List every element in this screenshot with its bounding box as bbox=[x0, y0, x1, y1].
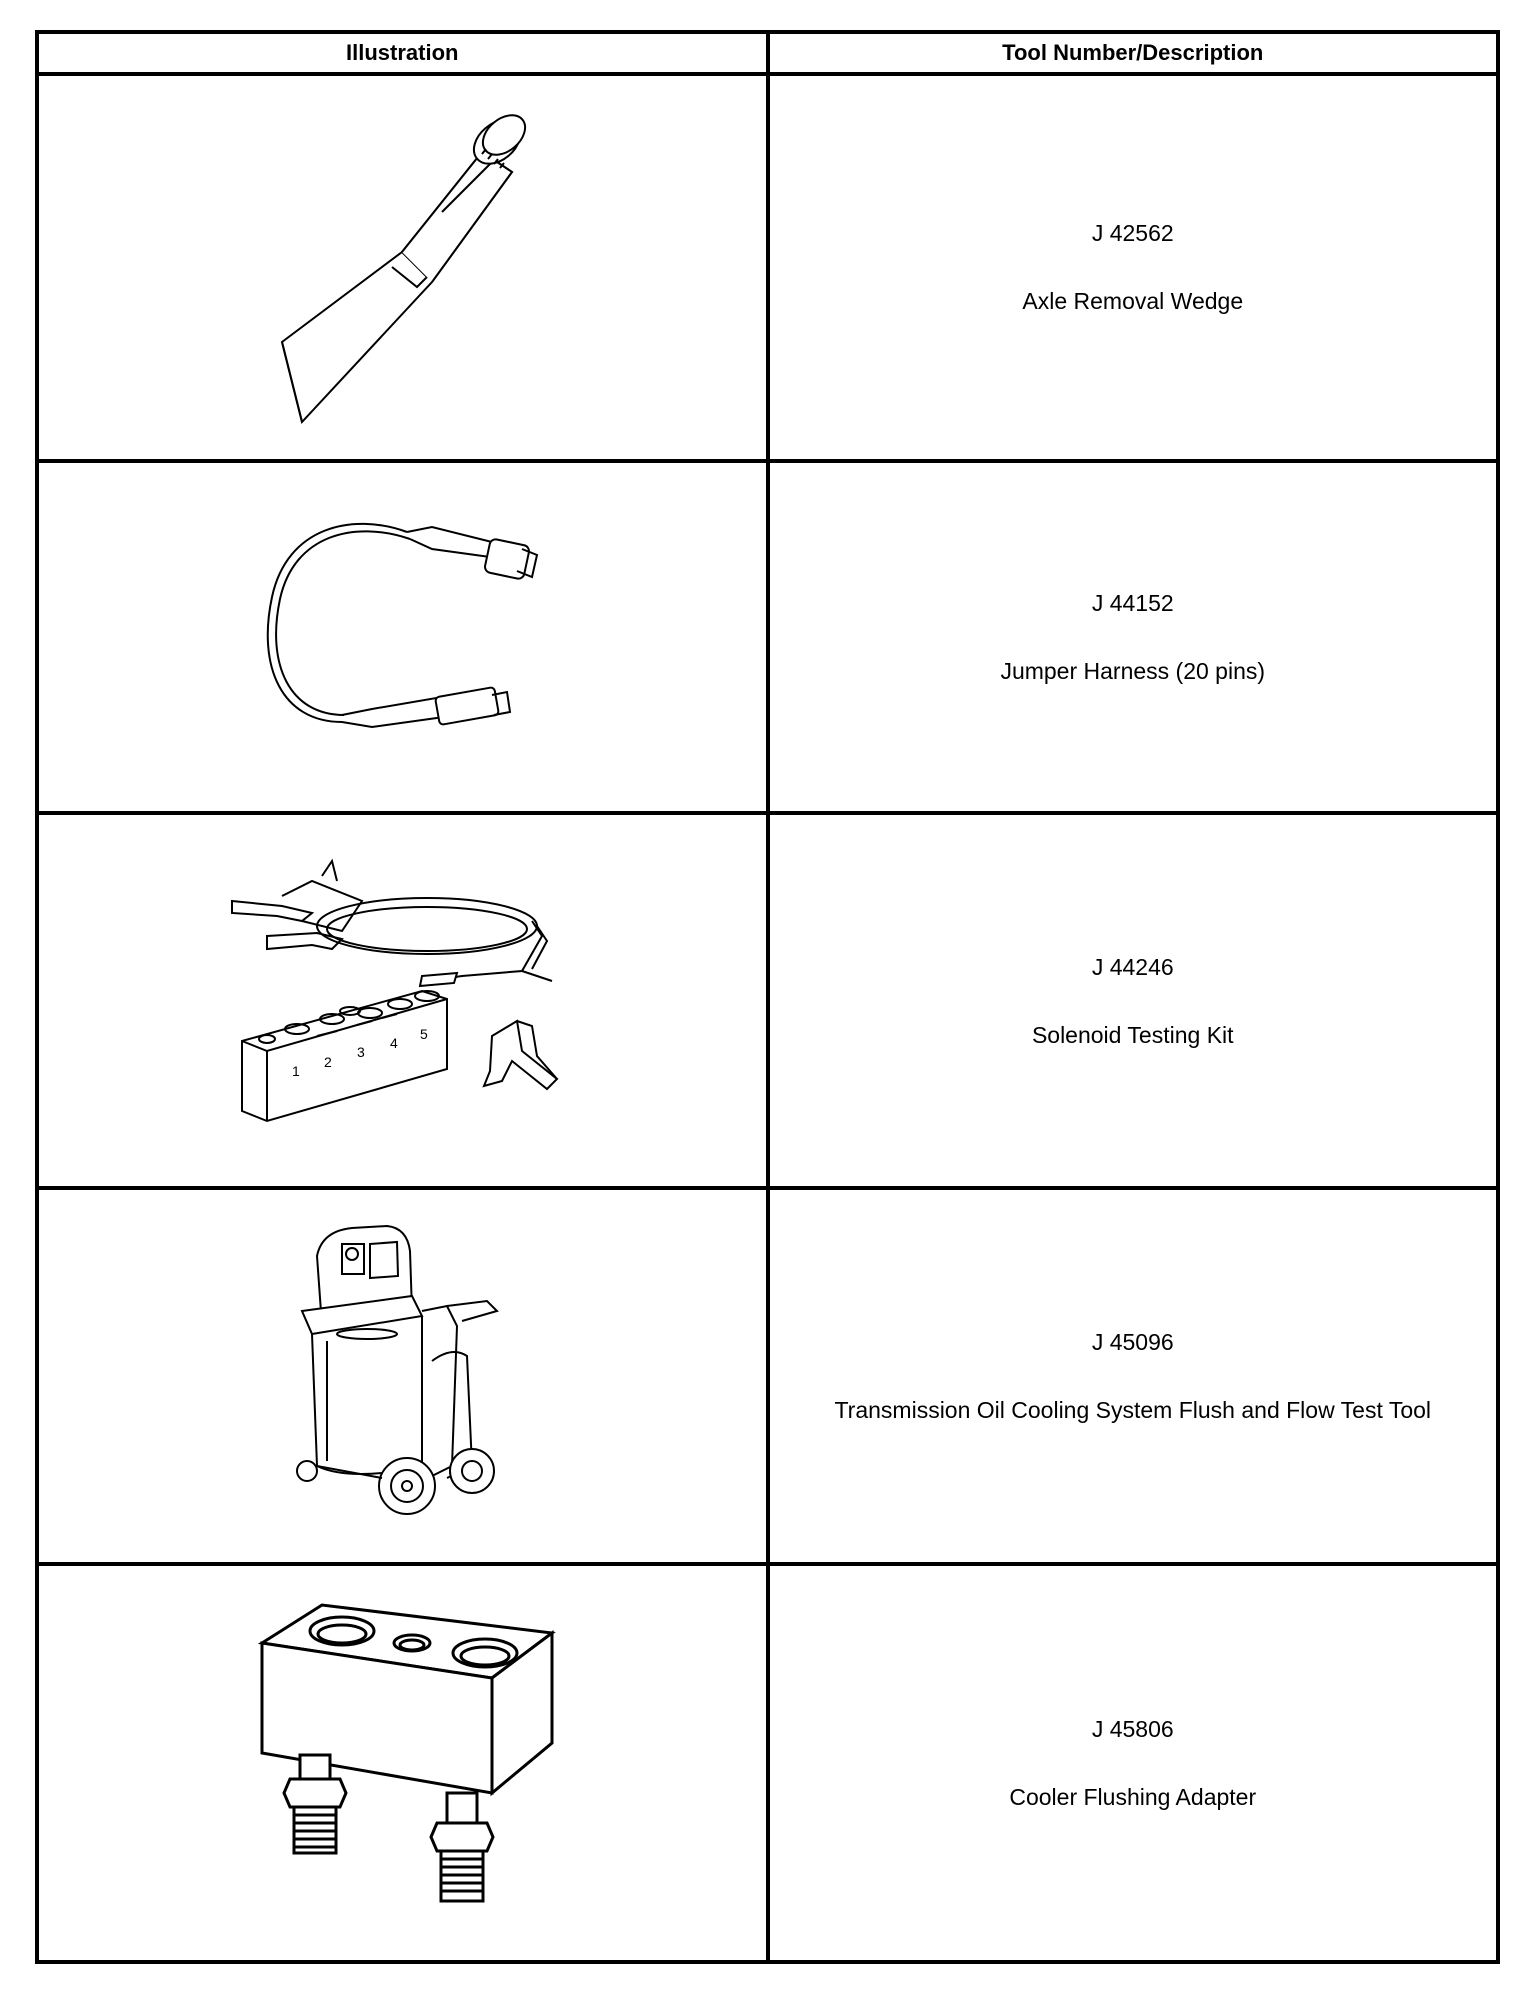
block-label: 3 bbox=[357, 1044, 365, 1060]
header-tool-number-description: Tool Number/Description bbox=[765, 30, 1500, 76]
table-row: J 42562 Axle Removal Wedge bbox=[35, 72, 1500, 463]
header-row: Illustration Tool Number/Description bbox=[35, 30, 1500, 76]
description-cell: J 44152 Jumper Harness (20 pins) bbox=[765, 458, 1500, 815]
tool-number: J 44152 bbox=[1091, 589, 1174, 616]
tool-description: Jumper Harness (20 pins) bbox=[1000, 657, 1266, 684]
table-row: 1 2 3 4 5 J 44246 Solenoid Testing Kit bbox=[35, 810, 1500, 1191]
table-row: J 45096 Transmission Oil Cooling System … bbox=[35, 1186, 1500, 1566]
special-tools-table: Illustration Tool Number/Description J bbox=[35, 30, 1500, 1965]
tool-number: J 45806 bbox=[1091, 1715, 1174, 1742]
block-label: 2 bbox=[324, 1054, 332, 1070]
table-row: J 44152 Jumper Harness (20 pins) bbox=[35, 458, 1500, 815]
description-cell: J 45806 Cooler Flushing Adapter bbox=[765, 1561, 1500, 1965]
table-row: J 45806 Cooler Flushing Adapter bbox=[35, 1561, 1500, 1965]
tool-number: J 45096 bbox=[1091, 1328, 1174, 1355]
description-cell: J 42562 Axle Removal Wedge bbox=[765, 72, 1500, 463]
block-label: 1 bbox=[292, 1063, 300, 1079]
solenoid-testing-kit-icon: 1 2 3 4 5 bbox=[222, 841, 582, 1161]
illustration-cell bbox=[35, 1186, 770, 1566]
tool-number: J 44246 bbox=[1091, 953, 1174, 980]
illustration-cell bbox=[35, 458, 770, 815]
illustration-cell: 1 2 3 4 5 bbox=[35, 810, 770, 1191]
block-label: 5 bbox=[420, 1026, 428, 1042]
description-cell: J 44246 Solenoid Testing Kit bbox=[765, 810, 1500, 1191]
illustration-cell bbox=[35, 1561, 770, 1965]
description-cell: J 45096 Transmission Oil Cooling System … bbox=[765, 1186, 1500, 1566]
tool-number: J 42562 bbox=[1091, 220, 1174, 247]
flush-flow-test-tool-icon bbox=[282, 1216, 522, 1536]
jumper-harness-icon bbox=[232, 487, 572, 787]
tool-description: Cooler Flushing Adapter bbox=[1009, 1783, 1257, 1810]
axle-removal-wedge-icon bbox=[242, 102, 562, 432]
illustration-cell bbox=[35, 72, 770, 463]
tool-description: Solenoid Testing Kit bbox=[1031, 1021, 1234, 1048]
tool-description: Transmission Oil Cooling System Flush an… bbox=[834, 1396, 1432, 1423]
header-illustration: Illustration bbox=[35, 30, 770, 76]
cooler-flushing-adapter-icon bbox=[242, 1593, 562, 1933]
tool-description: Axle Removal Wedge bbox=[1022, 288, 1244, 315]
block-label: 4 bbox=[390, 1035, 398, 1051]
